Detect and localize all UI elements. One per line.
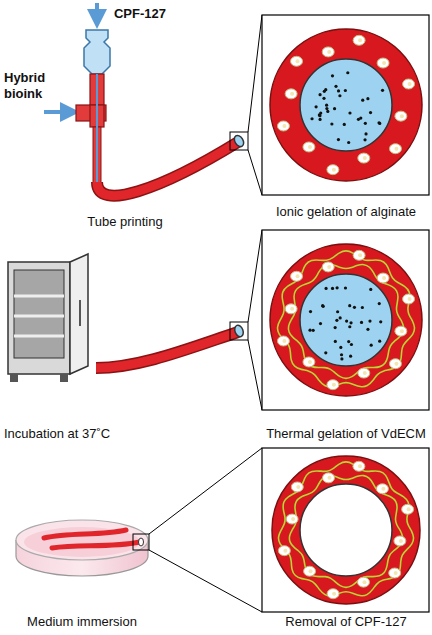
syringe-hub <box>84 30 110 74</box>
inset-frame <box>262 230 429 410</box>
printed-tube <box>97 15 262 196</box>
step-label: Incubation at 37˚C <box>4 426 110 442</box>
material-label: CPF-127 <box>114 6 166 22</box>
inset-frame <box>262 15 429 195</box>
tube-cross-section <box>272 456 420 604</box>
material-label: Hybrid bioink <box>4 70 56 101</box>
step-label: Removal of CPF-127 <box>285 614 406 630</box>
tube-cross-section <box>270 244 422 396</box>
flow-arrow <box>95 3 99 25</box>
flow-arrow <box>44 110 76 114</box>
step-label: Tube printing <box>87 214 162 230</box>
step-label: Medium immersion <box>27 614 137 630</box>
tube-cross-section <box>270 29 422 181</box>
core-channel <box>96 74 98 185</box>
step-label: Thermal gelation of VdECM <box>266 426 426 442</box>
inset-frame <box>262 448 429 612</box>
step-label: Ionic gelation of alginate <box>276 204 416 220</box>
incubator <box>8 254 88 382</box>
coaxial-nozzle <box>44 3 110 185</box>
printed-tube <box>96 230 262 410</box>
culture-dish <box>16 448 262 612</box>
